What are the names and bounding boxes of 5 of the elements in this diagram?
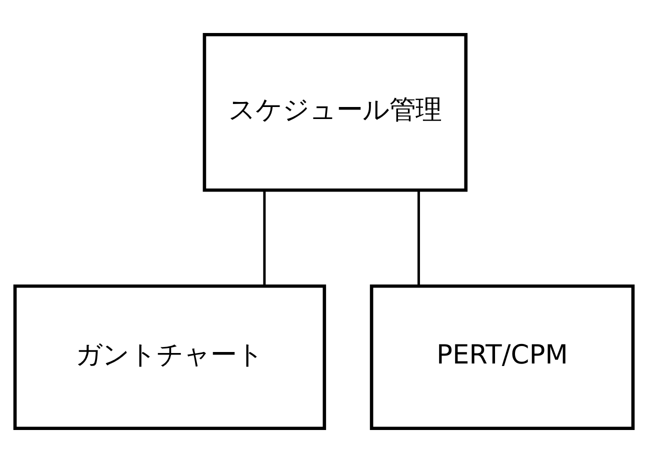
node-box: ガントチャート (13, 284, 326, 430)
connector (417, 190, 420, 286)
node-box: スケジュール管理 (202, 32, 468, 192)
connector (263, 190, 266, 286)
node-box: PERT/CPM (370, 284, 635, 430)
